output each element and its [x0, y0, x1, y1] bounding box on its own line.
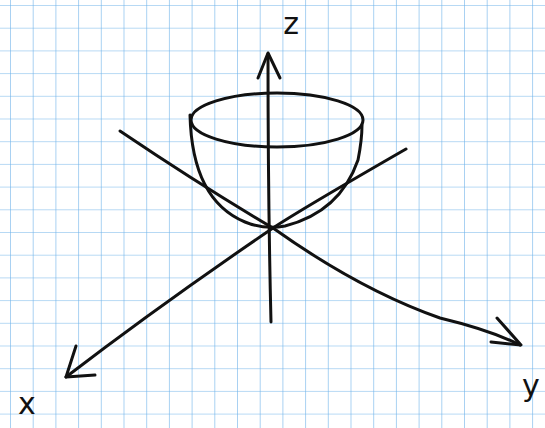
- x-arrowhead: [66, 346, 95, 377]
- axis-label: y: [522, 371, 540, 401]
- z-arrowhead: [258, 53, 280, 78]
- y-axis: [120, 131, 520, 345]
- bowl-rim: [191, 93, 363, 147]
- bowl-profile: [190, 115, 362, 227]
- axis-label: x: [18, 389, 36, 419]
- x-axis: [66, 149, 406, 377]
- axis-label: z: [283, 9, 299, 39]
- y-arrowhead: [491, 318, 521, 345]
